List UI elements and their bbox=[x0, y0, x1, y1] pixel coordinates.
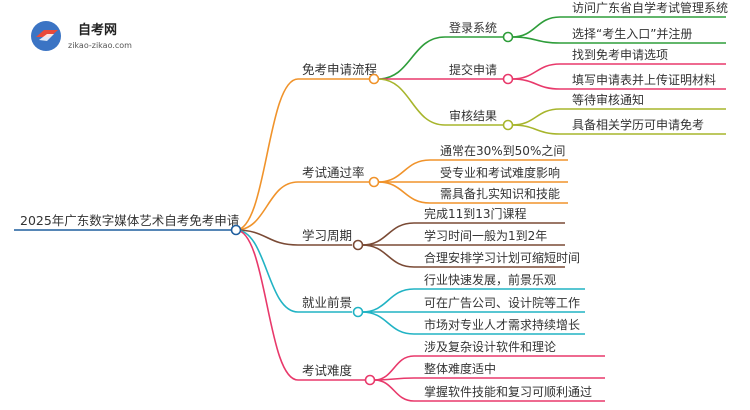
leaf-link-4-0 bbox=[373, 355, 415, 381]
leaf-topic[interactable]: 具备相关学历可申请免考 bbox=[572, 117, 704, 132]
leaf-link-2-0 bbox=[511, 108, 561, 126]
leaf-link-4-2 bbox=[373, 379, 415, 402]
branch-link-1 bbox=[235, 181, 299, 231]
leaf-topic[interactable]: 掌握软件技能和复习可顺利通过 bbox=[424, 384, 592, 399]
leaf-topic[interactable]: 合理安排学习计划可缩短时间 bbox=[424, 250, 580, 265]
leaf-link-1-0 bbox=[377, 159, 431, 183]
branch-link-3 bbox=[235, 229, 299, 313]
subbranch-collapse-toggle-0[interactable] bbox=[502, 31, 514, 43]
branch-topic-4[interactable]: 考试难度 bbox=[302, 363, 353, 378]
leaf-topic[interactable]: 可在广告公司、设计院等工作 bbox=[424, 296, 580, 310]
mindmap-nodes: 2025年广东数字媒体艺术自考免考申请 免考申请流程 登录系统 访问广东省自学考试管理… bbox=[20, 0, 728, 399]
leaf-topic[interactable]: 填写申请表并上传证明材料 bbox=[572, 72, 716, 87]
subbranch-collapse-toggle-1[interactable] bbox=[502, 73, 514, 85]
leaf-topic[interactable]: 通常在30%到50%之间 bbox=[440, 144, 565, 158]
subbranch-link-2 bbox=[377, 78, 446, 126]
branch-collapse-toggle-0[interactable] bbox=[368, 73, 380, 85]
leaf-link-3-0 bbox=[361, 288, 415, 313]
leaf-link-0-1 bbox=[511, 36, 561, 44]
branch-collapse-toggle-4[interactable] bbox=[364, 374, 376, 386]
root-collapse-toggle[interactable] bbox=[230, 224, 242, 236]
leaf-link-1-0 bbox=[511, 63, 561, 80]
branch-link-4 bbox=[235, 229, 299, 381]
subbranch-topic-1[interactable]: 提交申请 bbox=[449, 62, 497, 77]
leaf-topic[interactable]: 找到免考申请选项 bbox=[572, 47, 668, 62]
branch-collapse-toggle-3[interactable] bbox=[352, 306, 364, 318]
leaf-topic[interactable]: 受专业和考试难度影响 bbox=[440, 165, 560, 180]
leaf-topic[interactable]: 等待审核通知 bbox=[572, 92, 644, 107]
branch-link-0 bbox=[235, 78, 299, 231]
leaf-link-1-2 bbox=[377, 181, 431, 204]
leaf-link-2-2 bbox=[361, 244, 415, 268]
root-topic[interactable]: 2025年广东数字媒体艺术自考免考申请 bbox=[20, 213, 239, 228]
branch-topic-1[interactable]: 考试通过率 bbox=[302, 165, 365, 180]
site-logo[interactable]: 自考网 zikao-zikao.com bbox=[31, 21, 132, 51]
leaf-topic[interactable]: 学习时间一般为1到2年 bbox=[424, 228, 547, 243]
leaf-topic[interactable]: 行业快速发展，前景乐观 bbox=[424, 272, 556, 287]
branch-collapse-toggle-1[interactable] bbox=[368, 176, 380, 188]
branch-collapse-toggle-2[interactable] bbox=[352, 239, 364, 251]
leaf-topic[interactable]: 需具备扎实知识和技能 bbox=[440, 186, 560, 201]
subbranch-link-0 bbox=[377, 36, 446, 80]
leaf-link-0-0 bbox=[511, 16, 561, 38]
leaf-topic[interactable]: 涉及复杂设计软件和理论 bbox=[424, 340, 556, 354]
branch-topic-3[interactable]: 就业前景 bbox=[302, 295, 352, 310]
mindmap-links bbox=[14, 16, 726, 402]
leaf-topic[interactable]: 完成11到13门课程 bbox=[424, 206, 527, 221]
logo-book-icon bbox=[39, 34, 54, 41]
logo-subtitle: zikao-zikao.com bbox=[68, 41, 132, 50]
branch-topic-0[interactable]: 免考申请流程 bbox=[302, 62, 378, 77]
leaf-link-2-0 bbox=[361, 222, 415, 246]
leaf-link-1-1 bbox=[511, 78, 561, 90]
leaf-topic[interactable]: 选择“考生入口”并注册 bbox=[572, 26, 692, 41]
leaf-topic[interactable]: 访问广东省自学考试管理系统 bbox=[572, 0, 728, 15]
leaf-link-3-2 bbox=[361, 311, 415, 335]
leaf-topic[interactable]: 市场对专业人才需求持续增长 bbox=[424, 317, 580, 332]
subbranch-collapse-toggle-2[interactable] bbox=[502, 119, 514, 131]
branch-link-2 bbox=[235, 229, 299, 246]
subbranch-topic-2[interactable]: 审核结果 bbox=[449, 108, 497, 123]
leaf-link-2-1 bbox=[511, 124, 561, 135]
logo-cap-icon bbox=[36, 30, 58, 37]
logo-title: 自考网 bbox=[78, 22, 117, 38]
leaf-topic[interactable]: 整体难度适中 bbox=[424, 361, 496, 376]
branch-topic-2[interactable]: 学习周期 bbox=[302, 228, 352, 243]
subbranch-topic-0[interactable]: 登录系统 bbox=[449, 20, 497, 35]
